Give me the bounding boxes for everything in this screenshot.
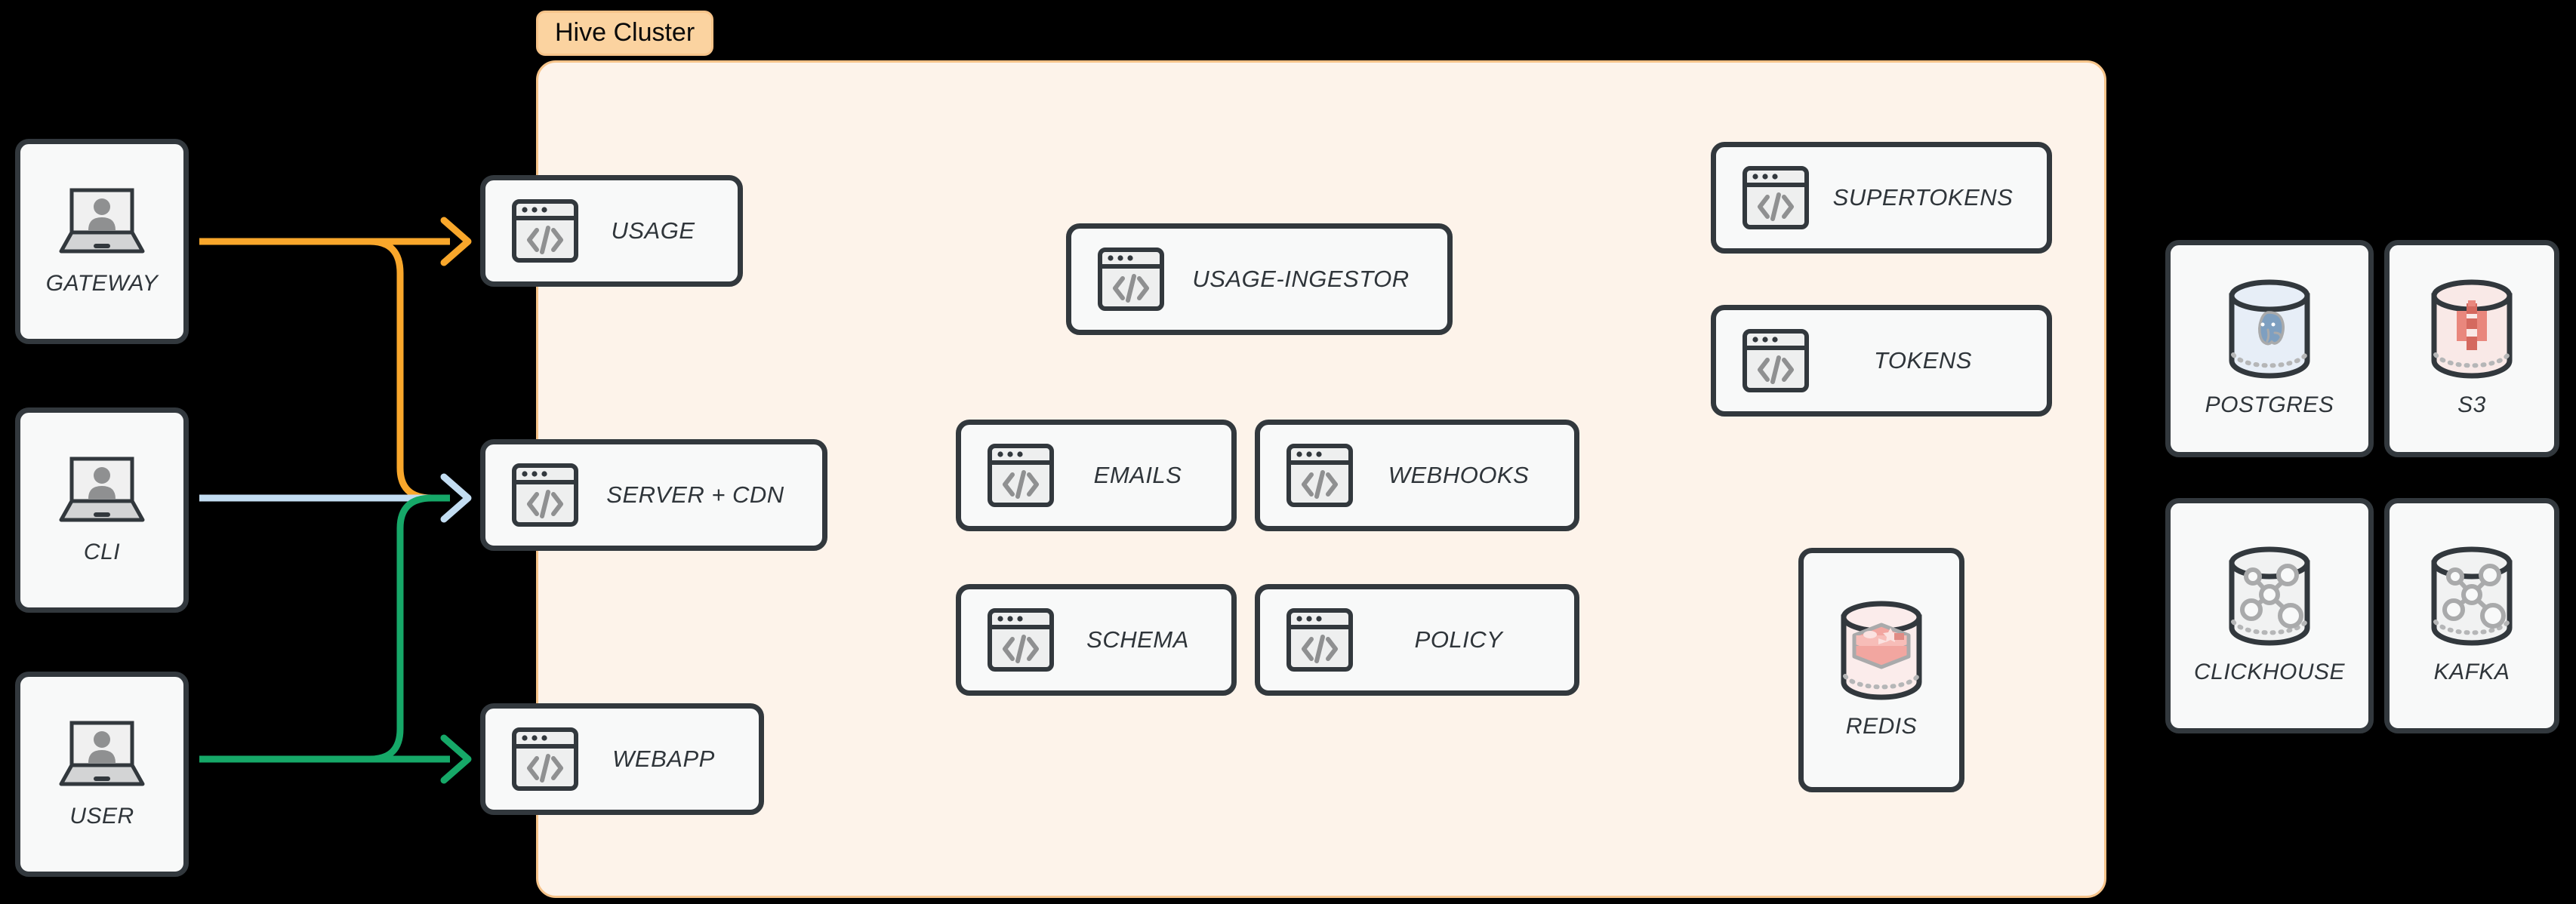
node-clickhouse[interactable]: CLICKHOUSE <box>2165 498 2374 733</box>
node-emails[interactable]: EMAILS <box>956 420 1237 531</box>
code-window-icon <box>1742 166 1809 229</box>
code-window-icon <box>988 444 1054 507</box>
code-window-icon <box>1286 608 1353 672</box>
node-label-gateway: GATEWAY <box>45 271 159 296</box>
connection-cli-to-server-cdn <box>199 473 472 523</box>
node-label-webapp: WEBAPP <box>612 746 715 772</box>
node-user[interactable]: USER <box>15 672 189 877</box>
node-label-server-cdn: SERVER + CDN <box>606 481 784 508</box>
code-window-icon <box>512 727 578 791</box>
node-postgres[interactable]: POSTGRES <box>2165 240 2374 457</box>
code-window-icon <box>511 463 579 527</box>
node-label-cli: CLI <box>83 540 121 564</box>
graph-cylinder-icon <box>2221 546 2318 646</box>
redis-cylinder-icon <box>1833 601 1930 700</box>
s3-cylinder-icon <box>2423 279 2520 379</box>
redis-cylinder-icon <box>1833 601 1930 700</box>
node-label-kafka: KAFKA <box>2433 660 2510 684</box>
laptop-user-icon <box>59 721 145 786</box>
code-window-icon <box>987 443 1055 508</box>
code-window-icon <box>1742 165 1810 230</box>
code-window-icon <box>1098 248 1164 311</box>
node-label-redis: REDIS <box>1845 714 1918 739</box>
graph-cylinder-icon <box>2221 546 2318 646</box>
postgres-cylinder-icon <box>2221 279 2318 379</box>
code-window-icon <box>1742 329 1809 392</box>
code-window-icon <box>1742 328 1810 393</box>
postgres-cylinder-icon <box>2221 279 2318 379</box>
node-label-tokens: TOKENS <box>1874 347 1972 374</box>
code-window-icon <box>1097 247 1165 312</box>
s3-cylinder-icon <box>2423 279 2520 379</box>
code-window-icon <box>512 463 578 527</box>
node-label-supertokens: SUPERTOKENS <box>1832 184 2014 211</box>
hive-cluster-badge: Hive Cluster <box>536 11 714 56</box>
node-usage-ingestor[interactable]: USAGE-INGESTOR <box>1066 223 1453 335</box>
node-label-postgres: POSTGRES <box>2205 392 2334 417</box>
node-label-user: USER <box>69 804 134 829</box>
node-webapp[interactable]: WEBAPP <box>480 703 764 815</box>
node-cli[interactable]: CLI <box>15 407 189 613</box>
node-label-emails: EMAILS <box>1093 462 1182 488</box>
node-policy[interactable]: POLICY <box>1255 584 1579 696</box>
node-label-usage-ingestor: USAGE-INGESTOR <box>1192 266 1410 292</box>
node-label-schema: SCHEMA <box>1086 626 1189 653</box>
code-window-icon <box>512 199 578 263</box>
node-server-cdn[interactable]: SERVER + CDN <box>480 439 827 551</box>
node-label-usage: USAGE <box>611 217 695 244</box>
code-window-icon <box>1286 607 1354 672</box>
node-label-policy: POLICY <box>1414 626 1503 653</box>
node-label-s3: S3 <box>2457 392 2486 417</box>
code-window-icon <box>1286 443 1354 508</box>
node-gateway[interactable]: GATEWAY <box>15 139 189 344</box>
laptop-user-icon <box>59 457 145 522</box>
laptop-user-icon <box>57 455 146 524</box>
graph-cylinder-icon <box>2423 546 2520 646</box>
node-webhooks[interactable]: WEBHOOKS <box>1255 420 1579 531</box>
node-supertokens[interactable]: SUPERTOKENS <box>1711 142 2052 254</box>
graph-cylinder-icon <box>2423 546 2520 646</box>
node-label-webhooks: WEBHOOKS <box>1388 462 1530 488</box>
node-schema[interactable]: SCHEMA <box>956 584 1237 696</box>
code-window-icon <box>511 198 579 263</box>
connection-user-to-webapp <box>199 734 472 784</box>
node-label-clickhouse: CLICKHOUSE <box>2193 660 2346 684</box>
laptop-user-icon <box>57 186 146 256</box>
code-window-icon <box>988 608 1054 672</box>
node-s3[interactable]: S3 <box>2384 240 2559 457</box>
laptop-user-icon <box>59 188 145 254</box>
node-tokens[interactable]: TOKENS <box>1711 305 2052 417</box>
node-redis[interactable]: REDIS <box>1798 548 1964 792</box>
node-usage[interactable]: USAGE <box>480 175 743 287</box>
code-window-icon <box>987 607 1055 672</box>
connection-gateway-to-usage <box>199 217 472 266</box>
code-window-icon <box>511 727 579 792</box>
connection-gateway-to-server-cdn <box>199 238 450 502</box>
node-kafka[interactable]: KAFKA <box>2384 498 2559 733</box>
connection-user-to-server-cdn <box>199 494 450 763</box>
code-window-icon <box>1286 444 1353 507</box>
laptop-user-icon <box>57 719 146 789</box>
